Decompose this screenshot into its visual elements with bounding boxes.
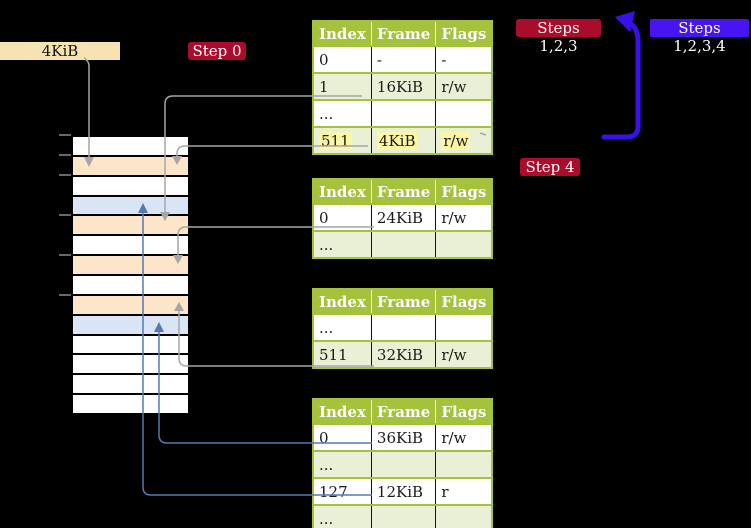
table-header-row: Index Frame Flags (313, 179, 493, 204)
flags-column-header: Flags (435, 399, 493, 424)
table-row: ... (313, 451, 493, 478)
table-row: ... (313, 505, 493, 528)
flags-column-header: Flags (435, 289, 493, 314)
highlighted-value: 4KiB (376, 131, 418, 150)
memory-frame-row (73, 156, 188, 177)
table-row: 0 36KiB r/w (313, 424, 493, 451)
memory-frame-row (73, 335, 188, 356)
table-header-row: Index Frame Flags (313, 399, 493, 424)
table-row: 0 - - (313, 46, 493, 73)
memory-frame-row (73, 256, 188, 277)
recursive-loop-arrow (601, 21, 641, 140)
step-4-label: Step 4 (520, 158, 580, 176)
table-row: ... (313, 314, 493, 341)
index-column-header: Index (313, 289, 372, 314)
frame-column-header: Frame (370, 289, 436, 314)
step-0-label: Step 0 (188, 42, 246, 60)
table-row: ... (313, 100, 493, 127)
table-row: 511 32KiB r/w (313, 341, 493, 368)
memory-frame-row (73, 395, 188, 414)
memory-frame-row (73, 236, 188, 257)
memory-frame-row (73, 216, 188, 237)
flags-column-header: Flags (435, 179, 493, 204)
memory-frame-row (73, 295, 188, 316)
page-table-1: Index Frame Flags 0 - - 1 16KiB r/w ... … (312, 20, 494, 155)
physical-memory-stripe (71, 135, 190, 415)
frame-column-header: Frame (370, 399, 436, 424)
page-table-4: Index Frame Flags 0 36KiB r/w ... 127 12… (312, 398, 494, 528)
page-table-3: Index Frame Flags ... 511 32KiB r/w (312, 288, 494, 369)
index-column-header: Index (313, 399, 372, 424)
index-column-header: Index (313, 179, 372, 204)
table-row: 1 16KiB r/w (313, 73, 493, 100)
loop-arrowhead-icon (615, 11, 635, 32)
table-header-row: Index Frame Flags (313, 289, 493, 314)
address-ticks (59, 134, 71, 296)
highlighted-value: r/w (441, 131, 471, 150)
table-row-highlighted: 511 4KiB r/w (313, 127, 493, 154)
index-column-header: Index (313, 21, 372, 46)
highlighted-value: 511 (319, 131, 352, 150)
memory-frame-row (73, 176, 188, 197)
frame-column-header: Frame (370, 179, 436, 204)
table-row: 127 12KiB r (313, 478, 493, 505)
table-row: 0 24KiB r/w (313, 204, 493, 231)
memory-frame-row (73, 276, 188, 296)
memory-frame-row (73, 315, 188, 336)
flags-column-header: Flags (435, 21, 493, 46)
steps-1-2-3-label: Steps 1,2,3 (516, 19, 601, 55)
memory-frame-row (73, 355, 188, 376)
page-table-2: Index Frame Flags 0 24KiB r/w ... (312, 178, 494, 259)
table-row: ... (313, 231, 493, 258)
memory-frame-row (73, 196, 188, 217)
frame-column-header: Frame (370, 21, 436, 46)
table-header-row: Index Frame Flags (313, 21, 493, 46)
memory-frame-row (73, 137, 188, 157)
steps-1-2-3-4-label: Steps 1,2,3,4 (650, 19, 749, 55)
memory-frame-row (73, 375, 188, 396)
address-4kib-label: 4KiB (0, 42, 120, 60)
